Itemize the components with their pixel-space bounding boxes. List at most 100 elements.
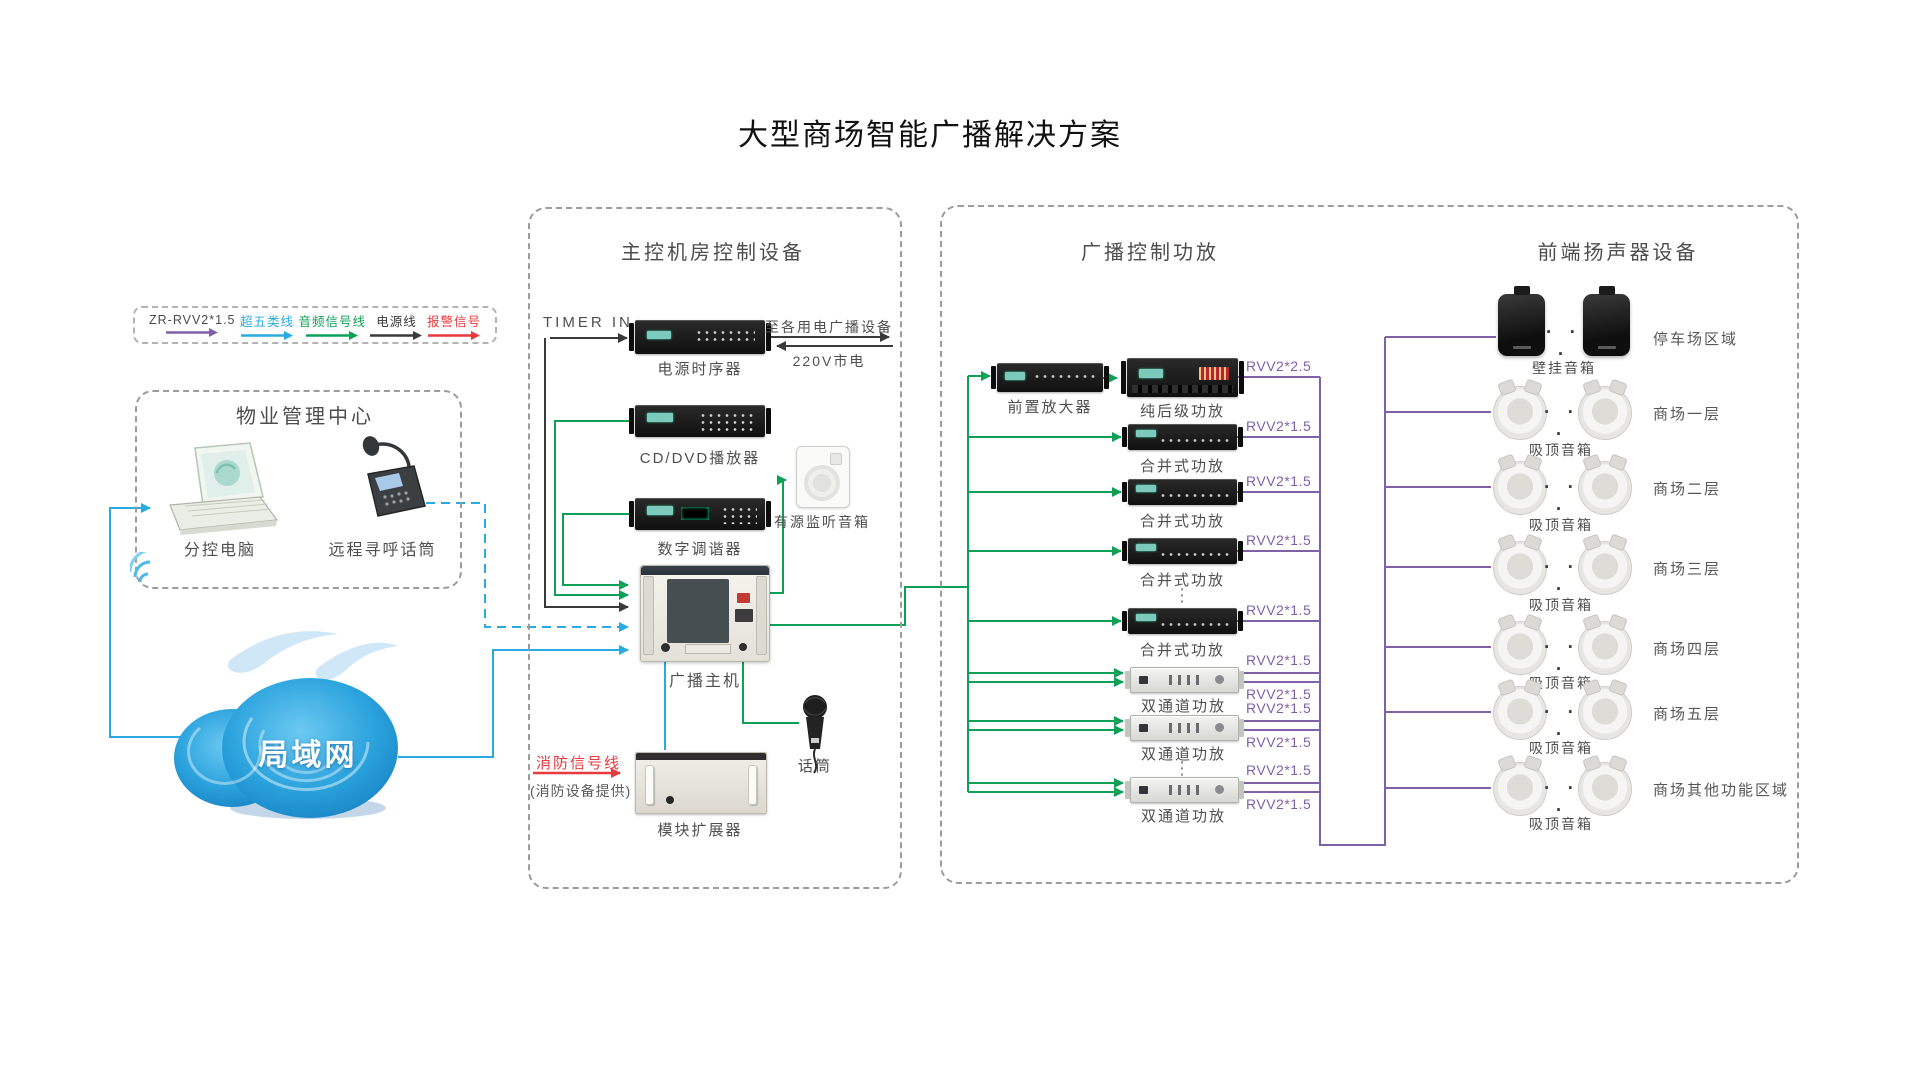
ceiling-speaker-icon <box>1578 378 1632 440</box>
dual-amp-cable-label: RVV2*1.5 <box>1246 686 1312 702</box>
speaker-dots: · · · <box>1544 557 1580 600</box>
combined-amp-cable-label: RVV2*1.5 <box>1246 602 1312 618</box>
wall-speaker-icon <box>1498 286 1545 356</box>
control-computer <box>155 435 285 540</box>
combined-amp-label: 合并式功放 <box>1139 513 1225 530</box>
wire-legend: ZR-RVV2*1.5 超五类线 音频信号线 电源线 报警信号 <box>133 306 497 344</box>
legend-arrow-icon <box>306 330 359 340</box>
speaker-area-label: 商场三层 <box>1653 561 1722 578</box>
legend-label: ZR-RVV2*1.5 <box>149 313 236 327</box>
paging-mic-icon <box>362 436 426 517</box>
dual-amp-cable-label: RVV2*1.5 <box>1246 700 1312 716</box>
ceiling-speaker-icon <box>1578 613 1632 675</box>
fire-signal-note: (消防设备提供) <box>530 783 632 799</box>
legend-item: ZR-RVV2*1.5 <box>149 313 236 337</box>
speaker-area-label: 商场五层 <box>1653 706 1722 723</box>
to-broadcast-devices-label: 至各用电广播设备 <box>765 319 893 335</box>
laptop-icon <box>169 442 279 535</box>
wall-speaker-icon <box>1583 286 1630 356</box>
digital-tuner-device <box>629 498 771 530</box>
timer-in-label: TIMER IN <box>543 314 633 331</box>
mains-power-label: 220V市电 <box>792 353 866 369</box>
dual-amp-label: 双通道功放 <box>1140 808 1226 825</box>
speaker-type-label: 吸顶音箱 <box>1529 517 1593 533</box>
amp-ellipsis: ⋮ <box>1173 758 1191 778</box>
power-amp-cable-label: RVV2*2.5 <box>1246 358 1312 374</box>
speaker-type-label: 壁挂音箱 <box>1532 360 1596 376</box>
dual-amp-cable-label: RVV2*1.5 <box>1246 796 1312 812</box>
dual-amp-label: 双通道功放 <box>1140 698 1226 715</box>
combined-amp-device <box>1122 479 1243 505</box>
ceiling-speaker-icon <box>1578 533 1632 595</box>
management-center-box <box>135 390 462 589</box>
combined-amp-cable-label: RVV2*1.5 <box>1246 532 1312 548</box>
dual-amp-device <box>1125 777 1244 803</box>
ceiling-speaker-icon <box>1578 453 1632 515</box>
amp-ellipsis: ⋮ <box>1173 585 1191 605</box>
module-expander-device <box>635 752 767 814</box>
monitor-speaker-label: 有源监听音箱 <box>774 514 870 530</box>
dual-amp-cable-label: RVV2*1.5 <box>1246 762 1312 778</box>
combined-amp-device <box>1122 608 1243 634</box>
power-amp-label: 纯后级功放 <box>1139 403 1225 420</box>
speaker-dots: · · · <box>1544 402 1580 445</box>
power-sequencer-device <box>629 320 771 354</box>
fire-signal-label: 消防信号线 <box>536 755 622 772</box>
management-center-title: 物业管理中心 <box>236 406 374 428</box>
legend-arrow-icon <box>240 330 293 340</box>
lan-label: 局域网 <box>258 739 358 772</box>
legend-label: 报警信号 <box>426 314 481 329</box>
speaker-section-title: 前端扬声器设备 <box>1537 242 1699 264</box>
legend-arrow-icon <box>427 330 480 340</box>
ceiling-speaker-icon <box>1493 678 1547 740</box>
power-sequencer-label: 电源时序器 <box>657 361 743 378</box>
preamp-device <box>991 363 1109 392</box>
preamp-label: 前置放大器 <box>1007 399 1093 416</box>
handheld-mic-icon <box>803 695 827 774</box>
speaker-dots: · · · <box>1546 322 1582 365</box>
handheld-mic <box>795 692 840 777</box>
ceiling-speaker-icon <box>1493 533 1547 595</box>
speaker-dots: · · · <box>1544 637 1580 680</box>
speaker-type-label: 吸顶音箱 <box>1529 675 1593 691</box>
dual-amp-label: 双通道功放 <box>1140 746 1226 763</box>
speaker-dots: · · · <box>1544 778 1580 821</box>
dual-amp-cable-label: RVV2*1.5 <box>1246 734 1312 750</box>
speaker-area-label: 商场四层 <box>1653 641 1722 658</box>
speaker-area-label: 商场一层 <box>1653 406 1722 423</box>
ceiling-speaker-icon <box>1578 754 1632 816</box>
combined-amp-label: 合并式功放 <box>1139 572 1225 589</box>
speaker-area-label: 商场其他功能区域 <box>1653 782 1790 799</box>
ceiling-speaker-icon <box>1493 453 1547 515</box>
amplifier-section-title: 广播控制功放 <box>1081 242 1219 264</box>
module-expander-label: 模块扩展器 <box>657 822 743 839</box>
speaker-dots: · · · <box>1544 702 1580 745</box>
broadcast-host-label: 广播主机 <box>668 673 741 690</box>
legend-arrow-icon <box>166 328 219 337</box>
speaker-area-label: 停车场区域 <box>1653 331 1739 348</box>
dual-amp-device <box>1125 715 1244 741</box>
ceiling-speaker-icon <box>1493 378 1547 440</box>
cd-dvd-player-device <box>629 405 771 437</box>
ceiling-speaker-icon <box>1578 678 1632 740</box>
cd-dvd-player-label: CD/DVD播放器 <box>639 450 761 467</box>
remote-paging-mic-label: 远程寻呼话筒 <box>328 542 437 559</box>
speaker-dots: · · · <box>1544 477 1580 520</box>
digital-tuner-label: 数字调谐器 <box>657 541 743 558</box>
legend-item: 电源线 <box>370 311 423 340</box>
combined-amp-label: 合并式功放 <box>1139 642 1225 659</box>
legend-arrow-icon <box>370 330 423 340</box>
monitor-speaker-device <box>796 446 850 508</box>
handheld-mic-label: 话筒 <box>797 758 832 775</box>
broadcast-host-device <box>640 565 770 662</box>
legend-label: 电源线 <box>376 314 417 329</box>
control-computer-label: 分控电脑 <box>183 542 256 559</box>
amplifier-speaker-box <box>940 205 1799 884</box>
combined-amp-cable-label: RVV2*1.5 <box>1246 418 1312 434</box>
dual-amp-device <box>1125 667 1244 693</box>
speaker-type-label: 吸顶音箱 <box>1529 740 1593 756</box>
combined-amp-cable-label: RVV2*1.5 <box>1246 473 1312 489</box>
wifi-icon <box>128 548 170 590</box>
combined-amp-device <box>1122 424 1243 450</box>
